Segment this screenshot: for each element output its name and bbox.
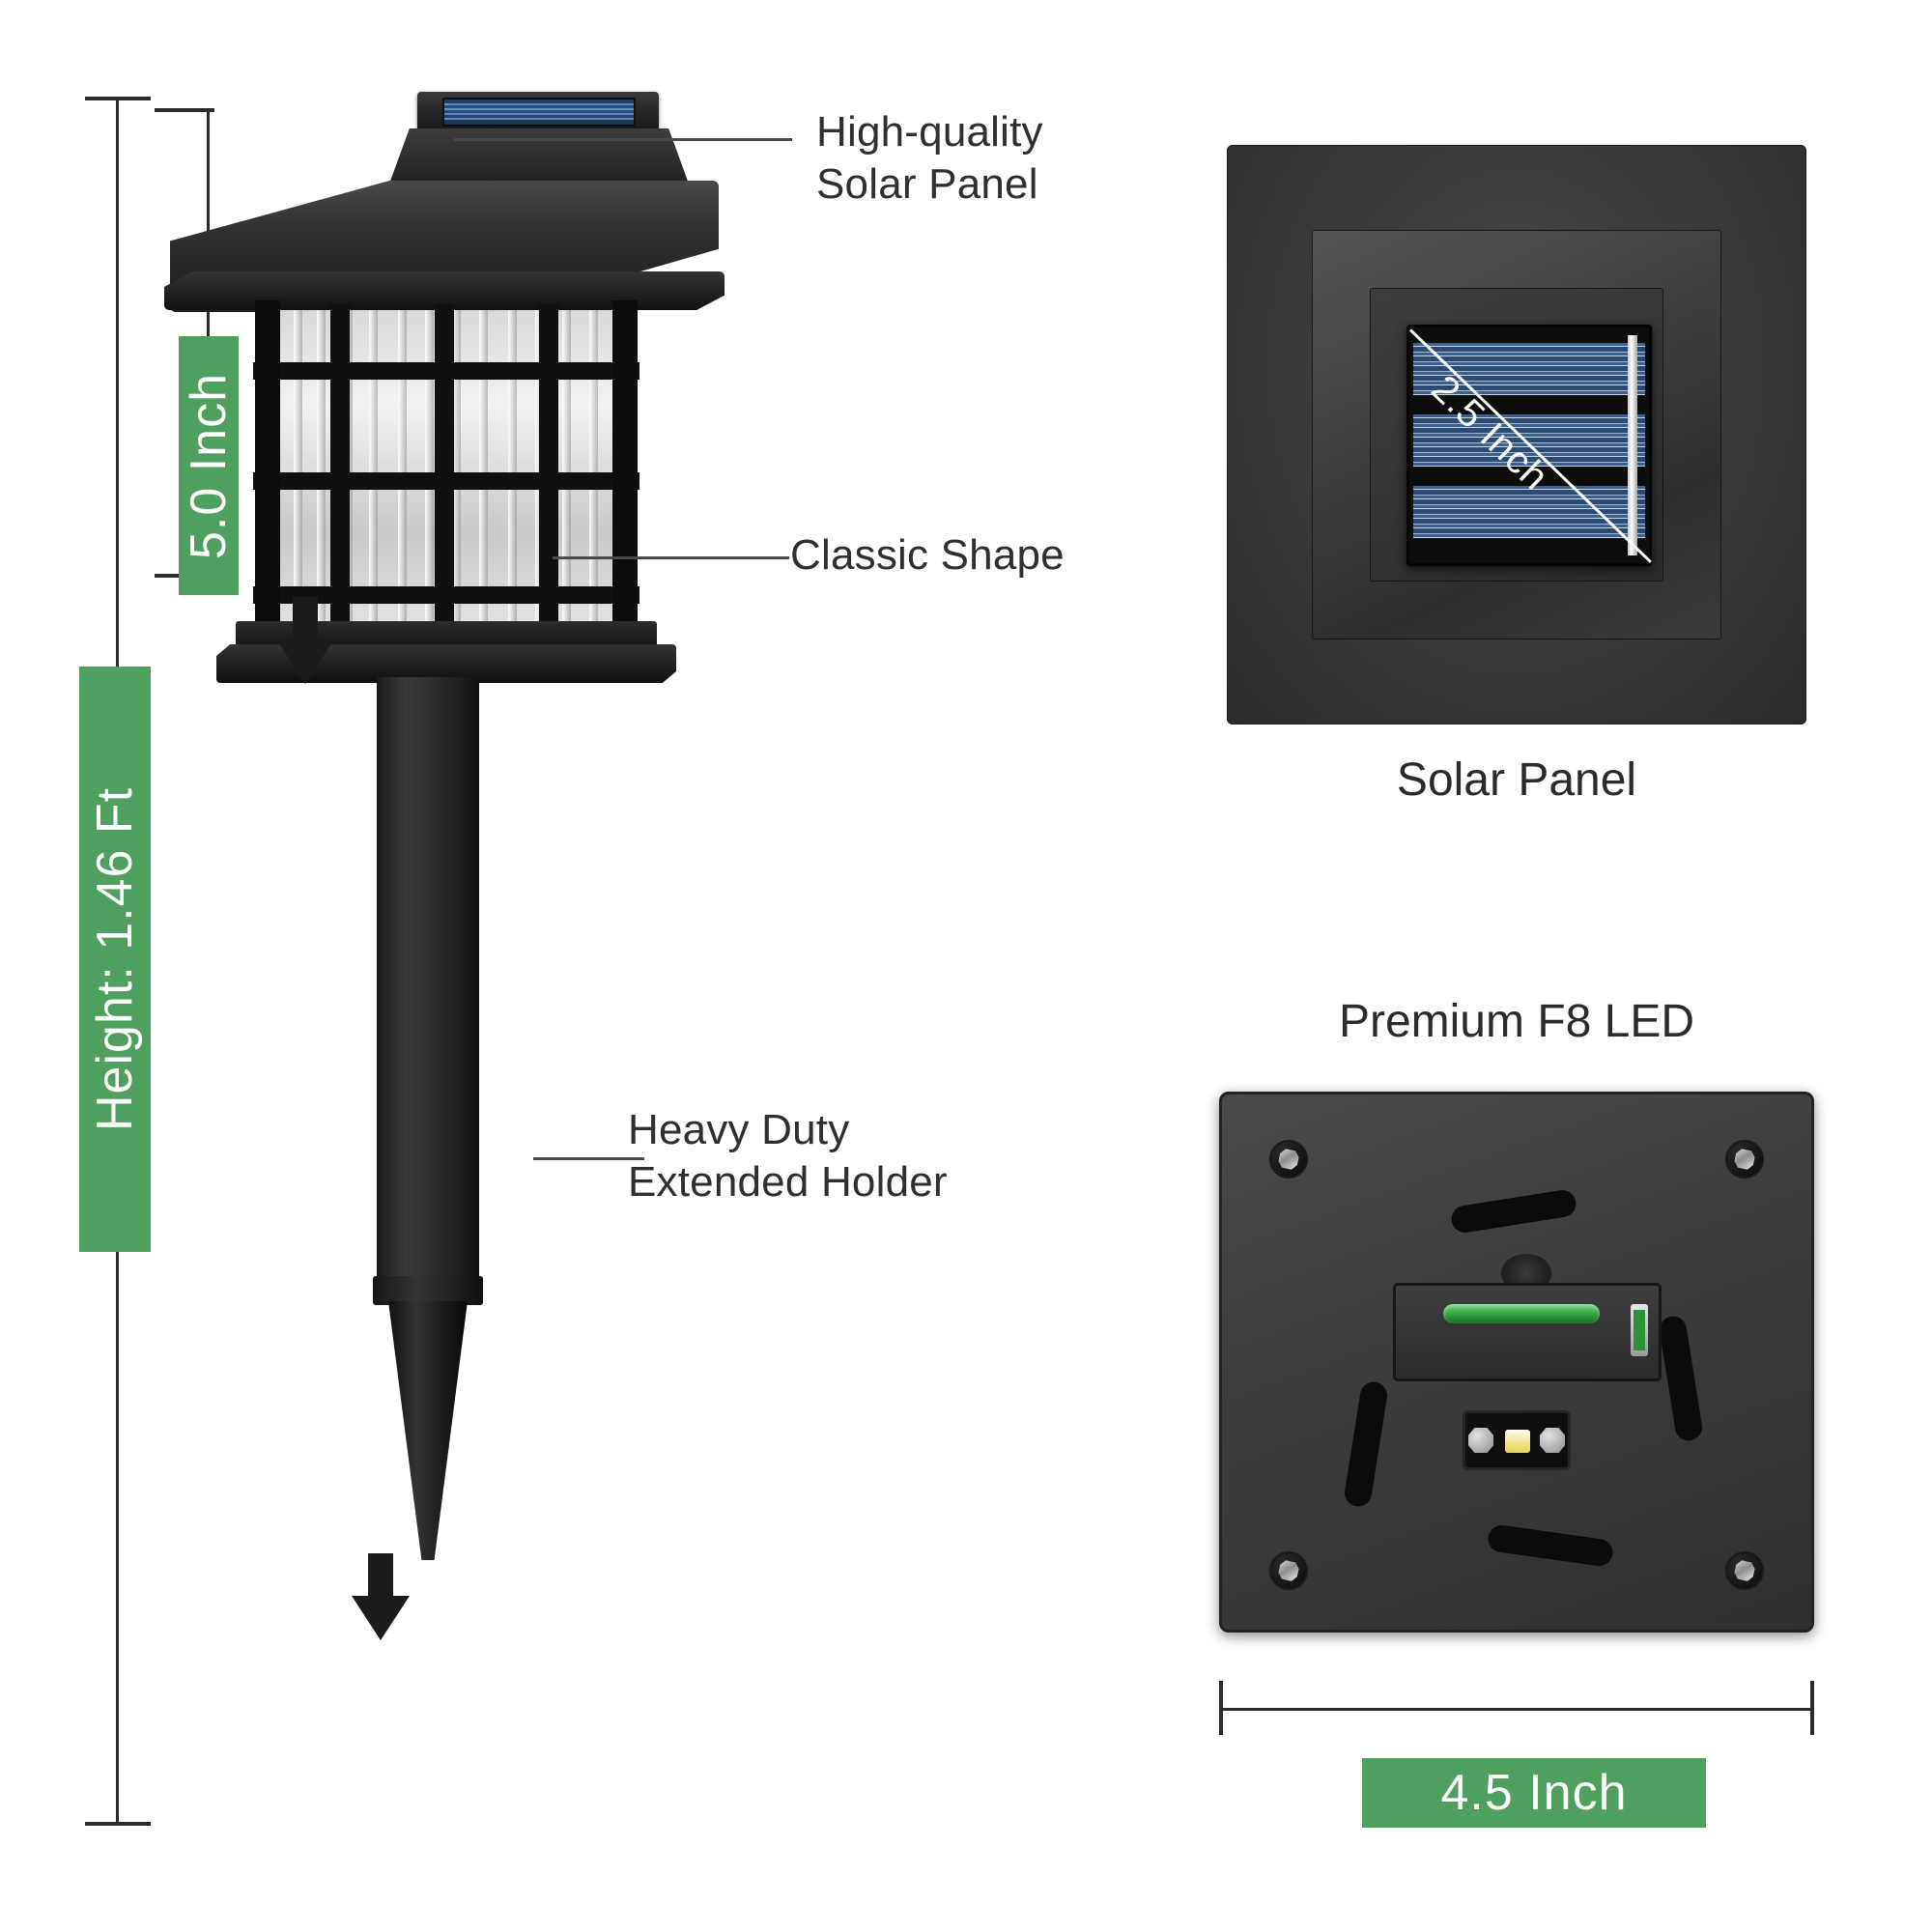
badge-led-width: 4.5 Inch xyxy=(1362,1758,1706,1828)
retaining-clip-top xyxy=(1449,1188,1578,1235)
total-height-bottom-cap xyxy=(85,1822,151,1826)
caption-solar-panel: Solar Panel xyxy=(1396,754,1637,806)
pcb-pad-right xyxy=(1540,1428,1565,1453)
product-illustration-solar-light xyxy=(135,92,734,1560)
retaining-clip-bottom xyxy=(1486,1523,1615,1568)
down-arrow-icon-lower xyxy=(352,1553,410,1640)
led-width-right-cap xyxy=(1810,1681,1814,1735)
lamp-extended-holder-stake xyxy=(377,677,479,1284)
callout-leader-heavy-duty xyxy=(533,1157,644,1160)
lamp-lantern-body xyxy=(253,300,639,639)
switch-housing xyxy=(1393,1283,1662,1381)
pcb-pad-left xyxy=(1468,1428,1493,1453)
down-arrow-icon-upper xyxy=(276,597,334,684)
retaining-clip-right xyxy=(1658,1314,1704,1443)
f8-led-chip xyxy=(1505,1430,1530,1453)
retaining-clip-left xyxy=(1343,1379,1389,1509)
lamp-stake-collar xyxy=(373,1276,483,1305)
solar-cell-busbar xyxy=(1628,335,1637,555)
usb-port-icon[interactable] xyxy=(1631,1304,1648,1356)
power-switch-slot[interactable] xyxy=(1443,1304,1600,1323)
callout-leader-classic-shape xyxy=(553,556,789,559)
screw-bottom-left-icon xyxy=(1269,1551,1308,1590)
callout-label-solar-panel: High-quality Solar Panel xyxy=(816,108,1043,208)
screw-top-right-icon xyxy=(1725,1140,1764,1179)
solar-panel-detail-module: 2.5 Inch xyxy=(1227,145,1806,724)
lamp-solar-panel-top xyxy=(442,98,636,127)
lamp-ground-spike xyxy=(388,1301,468,1560)
caption-premium-f8-led: Premium F8 LED xyxy=(1338,996,1695,1047)
head-height-top-cap xyxy=(155,108,214,112)
screw-top-left-icon xyxy=(1269,1140,1308,1179)
callout-label-classic-shape: Classic Shape xyxy=(790,531,1065,579)
led-width-line xyxy=(1219,1708,1814,1711)
lamp-cap-riser xyxy=(388,128,690,186)
led-detail-module xyxy=(1219,1092,1814,1633)
led-pcb xyxy=(1463,1410,1571,1470)
callout-label-heavy-duty: Heavy Duty Extended Holder xyxy=(628,1106,948,1206)
callout-leader-solar-panel xyxy=(454,138,792,141)
screw-bottom-right-icon xyxy=(1725,1551,1764,1590)
